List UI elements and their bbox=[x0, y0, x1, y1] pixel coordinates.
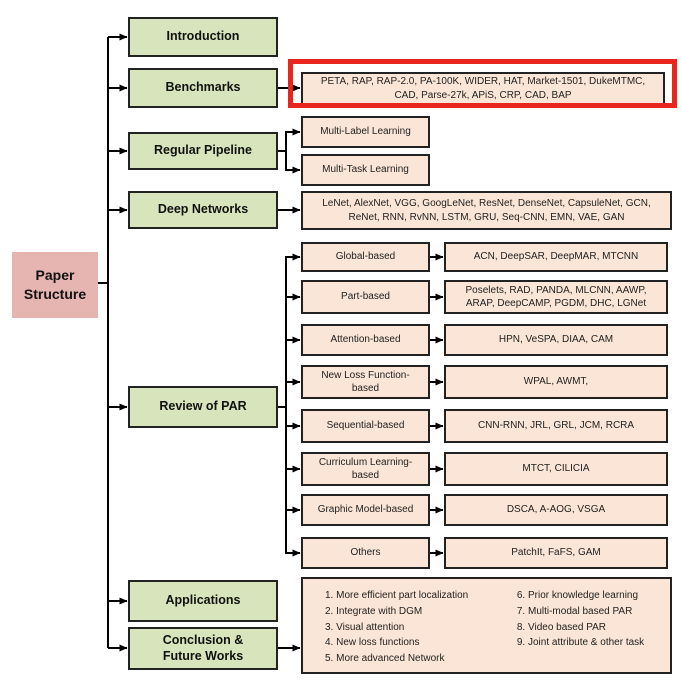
section-review-of-par: Review of PAR bbox=[128, 386, 278, 428]
par-category-graphic-model-based: Graphic Model-based bbox=[301, 494, 430, 526]
multi-label-learning-box: Multi-Label Learning bbox=[301, 116, 430, 148]
future-item: 7. Multi-modal based PAR bbox=[516, 605, 633, 617]
section-benchmarks: Benchmarks bbox=[128, 68, 278, 108]
par-methods-attention-based: HPN, VeSPA, DIAA, CAM bbox=[444, 324, 668, 356]
section-introduction: Introduction bbox=[128, 17, 278, 57]
par-methods-global-based: ACN, DeepSAR, DeepMAR, MTCNN bbox=[444, 242, 668, 272]
par-category-curriculum-learning-based: Curriculum Learning-based bbox=[301, 452, 430, 486]
par-methods-curriculum-learning-based: MTCT, CILICIA bbox=[444, 452, 668, 486]
future-item: 3. Visual attention bbox=[325, 621, 405, 633]
par-category-global-based: Global-based bbox=[301, 242, 430, 272]
future-item: 9. Joint attribute & other task bbox=[516, 637, 645, 649]
par-category-sequential-based: Sequential-based bbox=[301, 409, 430, 443]
future-directions-box: 1. More efficient part localization 2. I… bbox=[301, 577, 672, 674]
par-category-new-loss-function-based: New Loss Function-based bbox=[301, 365, 430, 399]
par-category-attention-based: Attention-based bbox=[301, 324, 430, 356]
future-directions-column-right: 6. Prior knowledge learning 7. Multi-mod… bbox=[517, 588, 666, 651]
section-applications: Applications bbox=[128, 580, 278, 622]
deep-networks-models-box: LeNet, AlexNet, VGG, GoogLeNet, ResNet, … bbox=[301, 191, 672, 230]
future-item: 8. Video based PAR bbox=[516, 621, 607, 633]
future-item: 1. More efficient part localization bbox=[325, 590, 469, 601]
benchmarks-highlight-rectangle bbox=[288, 59, 677, 108]
section-regular-pipeline: Regular Pipeline bbox=[128, 132, 278, 170]
par-category-others: Others bbox=[301, 537, 430, 569]
future-directions-column-left: 1. More efficient part localization 2. I… bbox=[325, 588, 517, 667]
future-item: 5. More advanced Network bbox=[325, 653, 445, 665]
future-item: 6. Prior knowledge learning bbox=[516, 590, 639, 601]
multi-task-learning-box: Multi-Task Learning bbox=[301, 154, 430, 186]
par-methods-part-based: Poselets, RAD, PANDA, MLCNN, AAWP, ARAP,… bbox=[444, 280, 668, 314]
par-methods-sequential-based: CNN-RNN, JRL, GRL, JCM, RCRA bbox=[444, 409, 668, 443]
par-methods-graphic-model-based: DSCA, A-AOG, VSGA bbox=[444, 494, 668, 526]
future-item: 4. New loss functions bbox=[325, 637, 420, 649]
root-node-paper-structure: Paper Structure bbox=[12, 252, 98, 318]
par-category-part-based: Part-based bbox=[301, 280, 430, 314]
par-methods-new-loss-function-based: WPAL, AWMT, bbox=[444, 365, 668, 399]
section-deep-networks: Deep Networks bbox=[128, 191, 278, 229]
section-conclusion-future-works: Conclusion & Future Works bbox=[128, 627, 278, 670]
par-methods-others: PatchIt, FaFS, GAM bbox=[444, 537, 668, 569]
future-item: 2. Integrate with DGM bbox=[325, 605, 423, 617]
